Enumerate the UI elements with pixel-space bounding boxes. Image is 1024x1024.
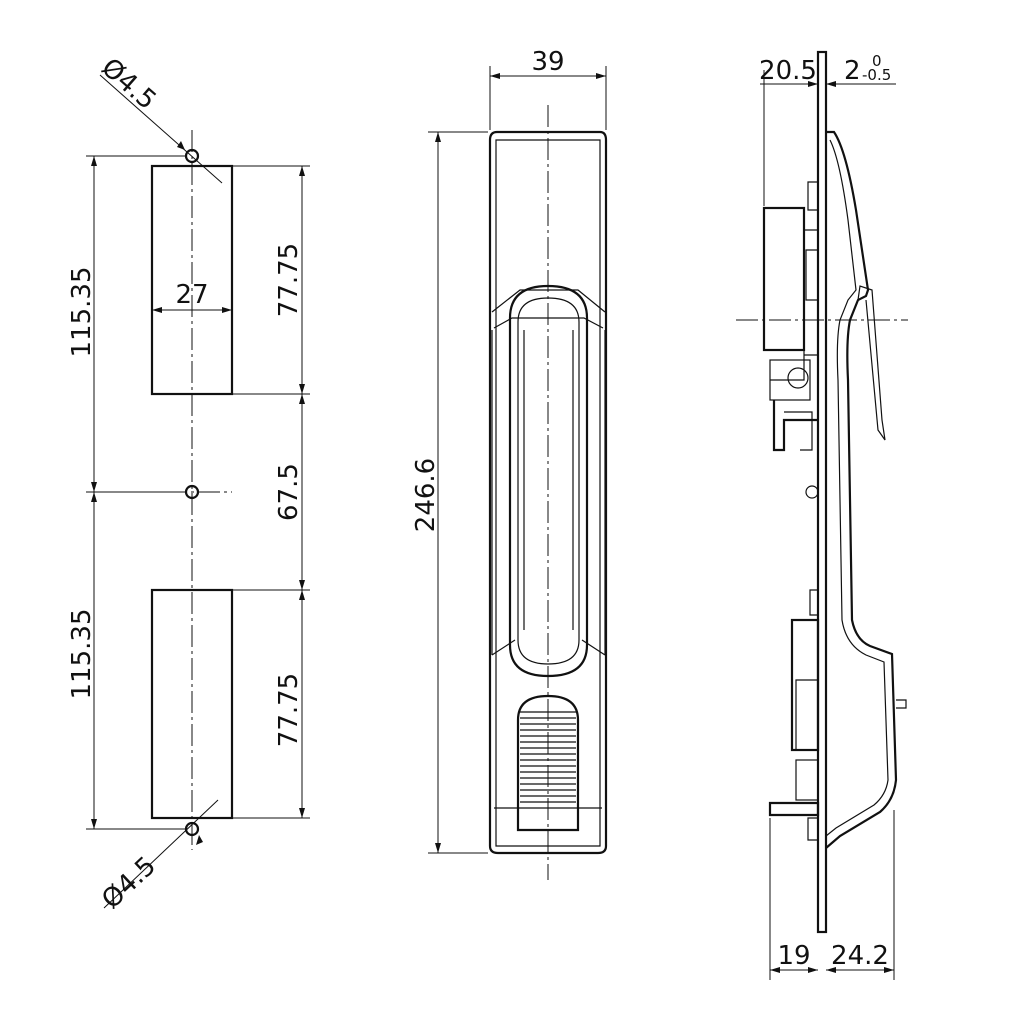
dim-cutout-lower: 115.35: [67, 609, 97, 700]
dim-front-width: 39: [531, 47, 564, 77]
dim-side-plate-tol-lower: -0.5: [862, 66, 891, 84]
dim-cutout-width: 27: [175, 280, 208, 310]
dim-side-plate-tol-upper: 0: [872, 52, 882, 70]
dim-side-depth-back: 20.5: [759, 56, 817, 86]
dim-side-bottom-front: 24.2: [831, 941, 889, 971]
dim-hole-dia-top: Ø4.5: [95, 53, 161, 116]
dim-slot-upper: 77.75: [274, 243, 304, 317]
dim-side-plate-nominal: 2: [844, 56, 861, 86]
dim-side-bottom-back: 19: [777, 941, 810, 971]
dim-hole-spacing: 67.5: [274, 463, 304, 521]
dim-slot-lower: 77.75: [274, 673, 304, 747]
cutout-view: 115.35 115.35 77.75 67.5 77.75 27 Ø4.5 Ø…: [67, 53, 310, 915]
front-view: 39 246.6: [411, 47, 608, 880]
dim-front-height: 246.6: [411, 458, 441, 532]
dim-cutout-upper: 115.35: [67, 267, 97, 358]
side-view: 20.5 2 0 -0.5 19 24.2: [736, 50, 908, 980]
